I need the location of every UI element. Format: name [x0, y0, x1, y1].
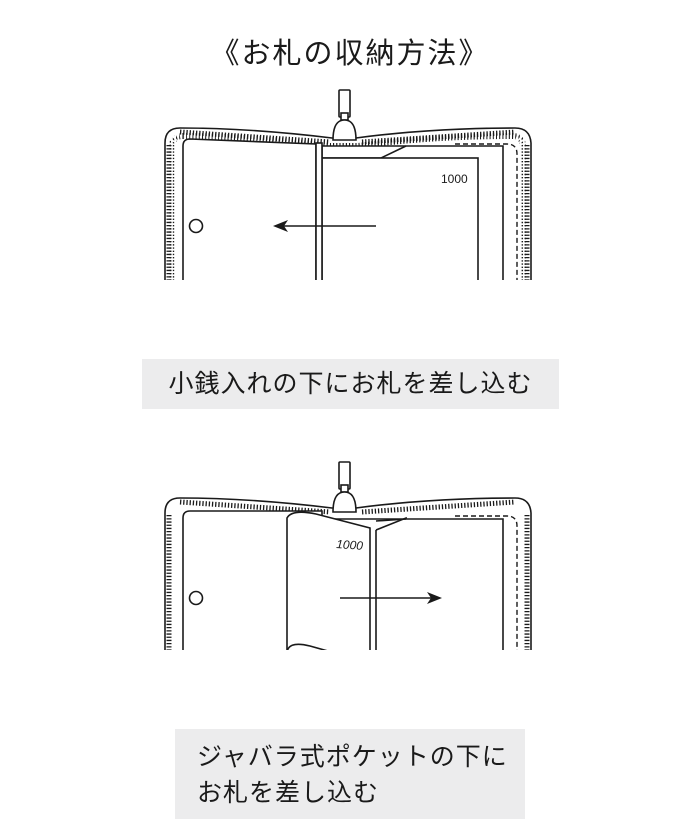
arrow-left-icon	[273, 220, 376, 232]
wallet-illustration-accordion-pocket: 1000	[164, 461, 532, 650]
banknote-label: 1000	[336, 537, 364, 553]
arrow-right-icon	[340, 592, 442, 604]
page-title: 《お札の収納方法》	[210, 36, 490, 70]
coin-pocket-panel	[182, 138, 323, 280]
wallet-outline	[164, 497, 532, 650]
caption-step-1: 小銭入れの下にお札を差し込む	[142, 359, 559, 409]
caption-line: 小銭入れの下にお札を差し込む	[168, 369, 533, 398]
snap-button-icon	[188, 218, 204, 234]
zipper-pull-icon	[332, 89, 357, 141]
caption-line: お札を差し込む	[197, 778, 380, 807]
banknote: 1000	[286, 511, 371, 650]
wallet-illustration-coin-pocket: 1000	[164, 89, 532, 280]
caption-step-2: ジャバラ式ポケットの下に お札を差し込む	[175, 729, 525, 819]
banknote: 1000	[321, 157, 479, 280]
snap-button-icon	[188, 590, 204, 606]
dashed-stitch	[455, 515, 518, 650]
zipper-pull-icon	[332, 461, 357, 513]
banknote-label: 1000	[441, 172, 468, 186]
caption-line: ジャバラ式ポケットの下に	[197, 742, 508, 771]
dashed-stitch	[455, 143, 518, 280]
